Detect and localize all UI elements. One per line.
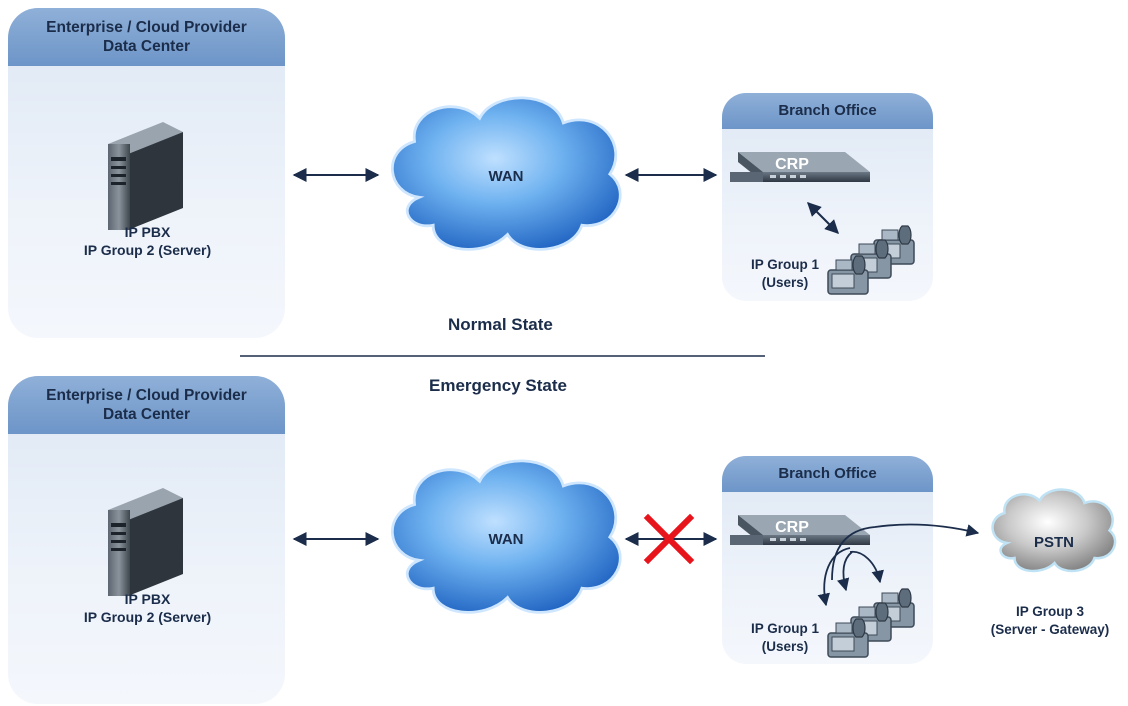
link-arrow-crp-phones	[807, 202, 839, 234]
branch-panel-normal: Branch Office	[722, 93, 933, 301]
datacenter-panel-normal: Enterprise / Cloud Provider Data Center	[8, 8, 285, 338]
users-label-line2: (Users)	[761, 274, 809, 290]
users-label-line2: (Users)	[761, 638, 809, 654]
branch-panel-header: Branch Office	[722, 93, 933, 129]
link-failure-x-icon	[643, 513, 695, 565]
datacenter-title-line2: Data Center	[103, 38, 190, 55]
server-icon	[108, 122, 183, 230]
wan-label: WAN	[489, 531, 524, 548]
gateway-label-line2: (Server - Gateway)	[990, 621, 1110, 637]
datacenter-title-line1: Enterprise / Cloud Provider	[46, 18, 247, 36]
pbx-label: IP PBX IP Group 2 (Server)	[60, 590, 235, 626]
emergency-state-label: Emergency State	[429, 376, 567, 395]
gateway-label-line1: IP Group 3	[1015, 604, 1084, 619]
datacenter-panel-header: Enterprise / Cloud Provider Data Center	[8, 8, 285, 66]
crp-label: CRP	[775, 156, 809, 173]
datacenter-title-line2: Data Center	[103, 406, 190, 423]
gateway-label: IP Group 3 (Server - Gateway)	[975, 603, 1125, 638]
pbx-label-line1: IP PBX	[124, 591, 171, 607]
phones-icon	[828, 226, 914, 294]
branch-title: Branch Office	[778, 464, 877, 482]
server-icon	[108, 488, 183, 596]
pbx-label-line2: IP Group 2 (Server)	[83, 242, 212, 259]
route-arrow-to-phone-right	[849, 550, 884, 584]
datacenter-title-line1: Enterprise / Cloud Provider	[46, 386, 247, 404]
users-label: IP Group 1 (Users)	[730, 620, 840, 655]
branch-panel-emergency: Branch Office	[722, 456, 933, 664]
branch-panel-header: Branch Office	[722, 456, 933, 492]
pbx-label: IP PBX IP Group 2 (Server)	[60, 223, 235, 259]
phones-icon	[828, 589, 914, 657]
users-label-line1: IP Group 1	[750, 257, 819, 272]
branch-title: Branch Office	[778, 101, 877, 119]
pbx-label-line2: IP Group 2 (Server)	[83, 609, 212, 626]
pstn-cloud-icon	[991, 488, 1117, 573]
wan-label: WAN	[489, 168, 524, 185]
crp-label: CRP	[775, 519, 809, 536]
pstn-label: PSTN	[1034, 534, 1074, 551]
pbx-label-line1: IP PBX	[124, 224, 171, 240]
route-arrow-to-phone-left	[817, 547, 851, 607]
users-label-line1: IP Group 1	[750, 621, 819, 636]
users-label: IP Group 1 (Users)	[730, 256, 840, 291]
datacenter-panel-emergency: Enterprise / Cloud Provider Data Center	[8, 376, 285, 704]
datacenter-panel-header: Enterprise / Cloud Provider Data Center	[8, 376, 285, 434]
route-arrow-to-phone-mid	[836, 551, 853, 592]
normal-state-label: Normal State	[448, 315, 553, 334]
